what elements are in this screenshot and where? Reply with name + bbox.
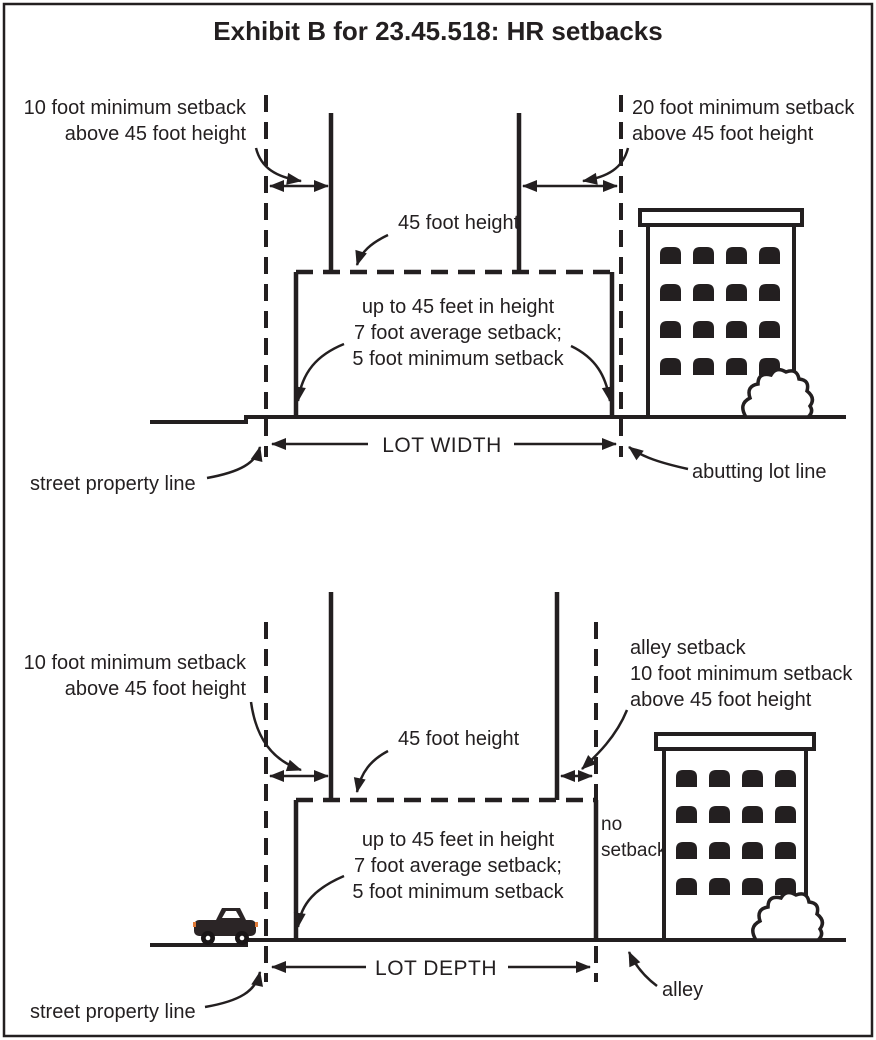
neighbor-building — [654, 732, 825, 942]
window-icon — [676, 878, 697, 895]
window-icon — [660, 247, 681, 264]
label-street-property-line: street property line — [30, 1001, 196, 1023]
leader-arrow-building-left — [293, 342, 345, 402]
window-icon — [775, 770, 796, 787]
label-no-setback-line1: no — [601, 814, 622, 835]
ground-line — [150, 415, 846, 424]
car-window — [222, 911, 240, 918]
leader-arrow-building-right — [570, 344, 614, 402]
car-light-front — [255, 922, 258, 927]
neighbor-building-cornice — [654, 732, 816, 751]
lot-depth-label: LOT DEPTH — [375, 957, 497, 980]
label-building-line2: 7 foot average setback; — [354, 322, 562, 344]
window-icon — [693, 284, 714, 301]
leader-arrow-building-left — [293, 874, 345, 928]
window-icon — [726, 247, 747, 264]
label-left-setback-line1: 10 foot minimum setback — [24, 652, 247, 674]
leader-arrow-alley-setback — [581, 709, 629, 770]
window-icon — [726, 284, 747, 301]
window-icon — [709, 770, 730, 787]
label-left-setback-line2: above 45 foot height — [65, 123, 247, 145]
label-no-setback-line2: setback — [601, 840, 667, 861]
window-icon — [742, 770, 763, 787]
diagram-title: Exhibit B for 23.45.518: HR setbacks — [213, 16, 662, 46]
label-left-setback-line1: 10 foot minimum setback — [24, 97, 247, 119]
window-icon — [775, 842, 796, 859]
label-45-foot-height: 45 foot height — [398, 728, 520, 750]
window-icon — [759, 321, 780, 338]
window-icon — [709, 842, 730, 859]
window-icon — [693, 358, 714, 375]
leader-arrow-street-line — [204, 971, 263, 1009]
window-icon — [726, 321, 747, 338]
leader-arrow-alley — [627, 951, 658, 987]
top-panel: LOT WIDTH 10 foot minimum setback above … — [24, 95, 855, 495]
leader-arrow-height — [355, 233, 389, 266]
window-icon — [709, 806, 730, 823]
window-icon — [742, 806, 763, 823]
car-light-rear — [193, 922, 196, 927]
leader-arrow-left-setback — [249, 701, 302, 772]
window-icon — [759, 284, 780, 301]
window-icon — [660, 358, 681, 375]
window-icon — [693, 321, 714, 338]
label-left-setback-line2: above 45 foot height — [65, 678, 247, 700]
label-building-line3: 5 foot minimum setback — [352, 348, 564, 370]
car-icon — [193, 908, 258, 945]
window-icon — [676, 806, 697, 823]
label-alley-setback-line1: alley setback — [630, 637, 747, 659]
leader-arrow-street-line — [206, 446, 263, 480]
window-icon — [660, 321, 681, 338]
window-icon — [709, 878, 730, 895]
leader-arrow-left-setback — [254, 147, 302, 185]
label-45-foot-height: 45 foot height — [398, 212, 520, 234]
label-building-line1: up to 45 feet in height — [362, 296, 555, 318]
label-right-setback-line2: above 45 foot height — [632, 123, 814, 145]
label-street-property-line: street property line — [30, 473, 196, 495]
window-icon — [693, 247, 714, 264]
label-alley: alley — [662, 979, 703, 1001]
label-building-line1: up to 45 feet in height — [362, 829, 555, 851]
label-right-setback-line1: 20 foot minimum setback — [632, 97, 855, 119]
leader-arrow-height — [353, 749, 389, 793]
neighbor-building-cornice — [638, 208, 804, 227]
neighbor-building — [638, 208, 815, 419]
label-alley-setback-line2: 10 foot minimum setback — [630, 663, 853, 685]
leader-arrow-right-setback — [582, 147, 630, 185]
window-icon — [676, 842, 697, 859]
window-icon — [726, 358, 747, 375]
window-icon — [759, 247, 780, 264]
label-building-line2: 7 foot average setback; — [354, 855, 562, 877]
label-abutting-lot-line: abutting lot line — [692, 461, 827, 483]
window-icon — [742, 842, 763, 859]
leader-arrow-abutting-line — [628, 446, 689, 471]
window-icon — [742, 878, 763, 895]
label-alley-setback-line3: above 45 foot height — [630, 689, 812, 711]
window-icon — [660, 284, 681, 301]
bottom-panel: LOT DEPTH 10 foot minimum setback above … — [24, 592, 853, 1023]
window-icon — [676, 770, 697, 787]
window-icon — [775, 806, 796, 823]
label-building-line3: 5 foot minimum setback — [352, 881, 564, 903]
car-hub — [205, 935, 211, 941]
car-hub — [239, 935, 245, 941]
lot-width-label: LOT WIDTH — [382, 434, 502, 457]
